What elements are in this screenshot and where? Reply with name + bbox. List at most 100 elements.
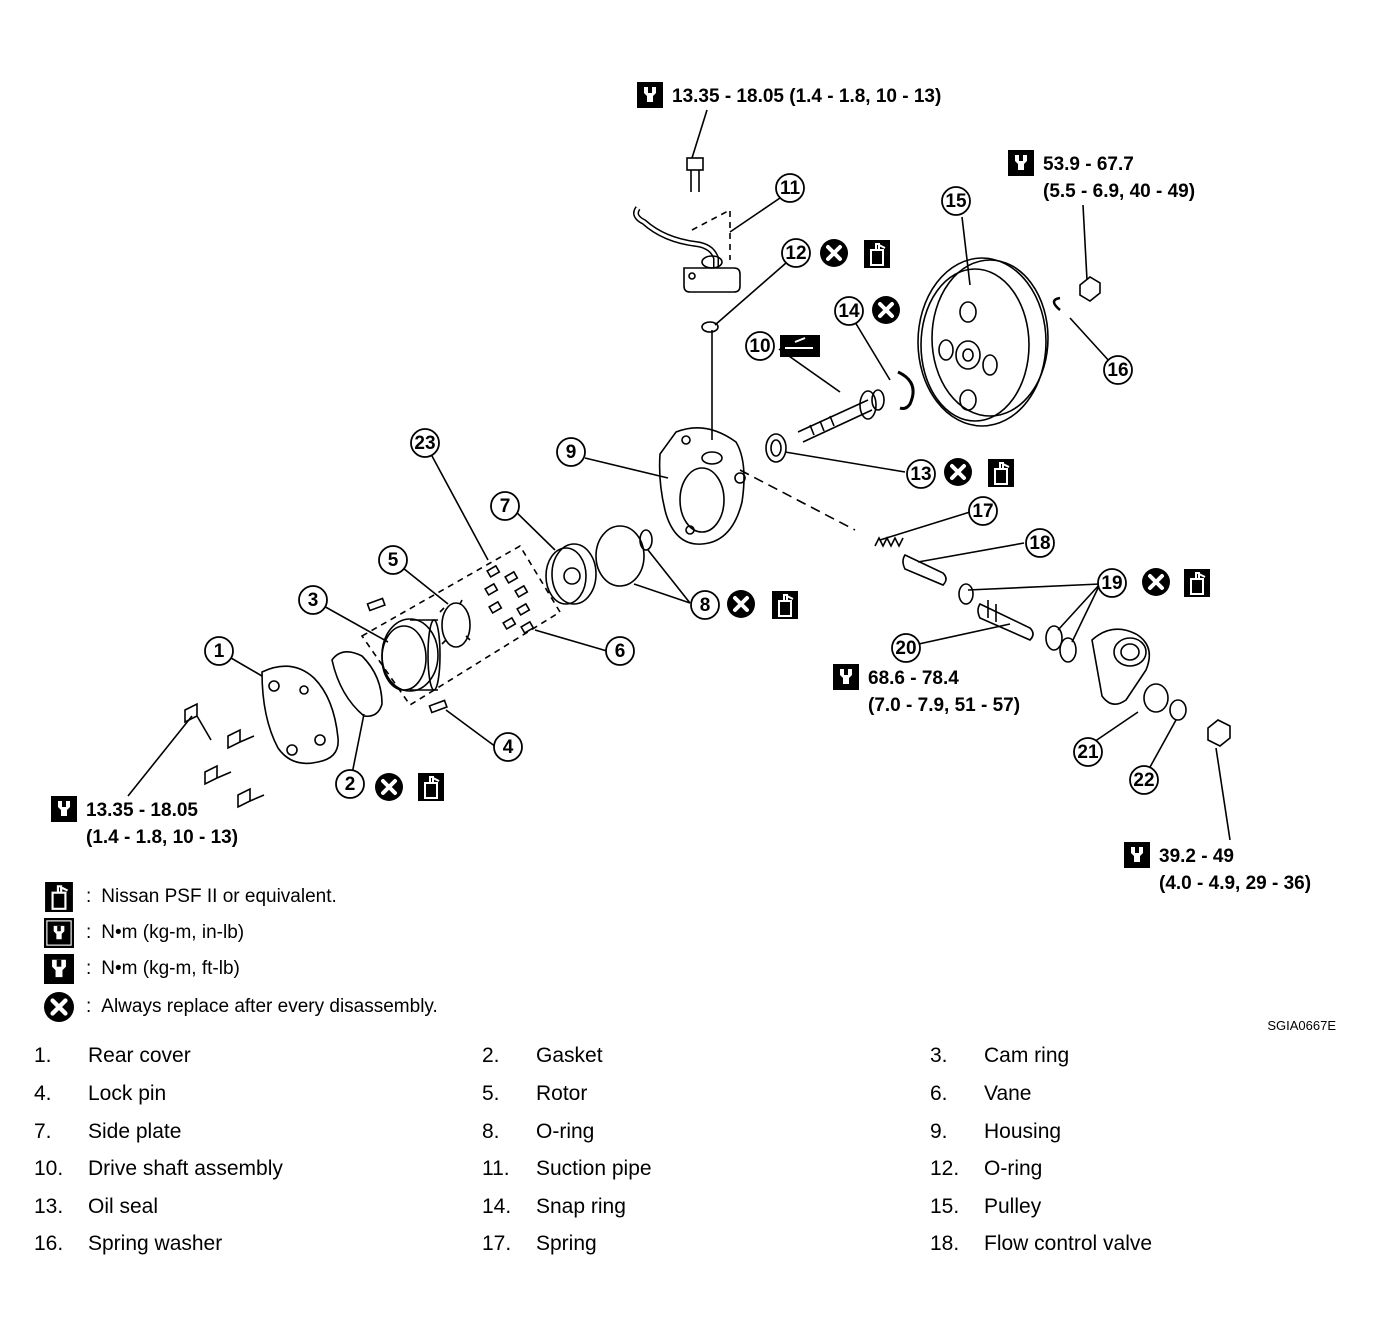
callout-number: 23 [414, 433, 435, 454]
callout-number: 13 [910, 464, 931, 485]
replace-x-icon [44, 992, 74, 1022]
callout-11: 11 [775, 173, 805, 203]
callout-2: 2 [335, 769, 365, 799]
callout-number: 10 [749, 336, 770, 357]
legend-row-replace: : Always replace after every disassembly… [44, 990, 438, 1024]
callout-number: 2 [345, 774, 356, 795]
part-item: 10.Drive shaft assembly [34, 1157, 283, 1180]
fluid-can-icon [987, 458, 1015, 488]
callout-5: 5 [378, 545, 408, 575]
legend-row-fluid: : Nissan PSF II or equivalent. [44, 880, 337, 914]
callout-4: 4 [493, 732, 523, 762]
torque-wrench-icon [1008, 150, 1034, 176]
o-ring-22 [1169, 699, 1187, 721]
replace-x-icon [725, 588, 757, 620]
callout-number: 1 [214, 641, 225, 662]
callout-number: 11 [780, 178, 801, 199]
torque-wrench-icon [1124, 842, 1150, 868]
cam-ring [381, 618, 441, 692]
replace-x-icon [870, 294, 902, 326]
callout-number: 3 [308, 590, 319, 611]
fluid-can-icon [417, 772, 445, 802]
callout-6: 6 [605, 636, 635, 666]
callout-number: 22 [1133, 770, 1154, 791]
legend-text: N•m (kg-m, ft-lb) [101, 958, 240, 979]
callout-18: 18 [1025, 528, 1055, 558]
callout-21: 21 [1073, 737, 1103, 767]
part-item: 14.Snap ring [482, 1195, 626, 1218]
fluid-can-icon [1183, 568, 1211, 598]
housing [658, 426, 746, 545]
callout-number: 15 [945, 191, 967, 212]
part-item: 8.O-ring [482, 1120, 595, 1143]
side-plate [545, 543, 597, 605]
legend-row-ftlb: : N•m (kg-m, ft-lb) [44, 952, 240, 986]
suction-bolt [686, 157, 704, 192]
o-ring-19a [958, 583, 974, 605]
callout-number: 14 [838, 301, 860, 322]
part-item: 5.Rotor [482, 1082, 588, 1105]
part-item: 12.O-ring [930, 1157, 1043, 1180]
callout-1: 1 [204, 636, 234, 666]
fitting-nut [1207, 719, 1231, 747]
torque-connector-2: (7.0 - 7.9, 51 - 57) [868, 695, 1020, 716]
callout-3: 3 [298, 585, 328, 615]
suction-pipe [633, 206, 741, 293]
callout-12: 12 [781, 238, 811, 268]
pulley-nut [1079, 276, 1101, 302]
callout-14: 14 [834, 296, 864, 326]
callout-13: 13 [906, 459, 936, 489]
legend-colon: : [86, 886, 92, 907]
callout-22: 22 [1129, 765, 1159, 795]
replace-x-icon [942, 456, 974, 488]
part-item: 7.Side plate [34, 1120, 182, 1143]
o-ring-19c [1059, 637, 1077, 663]
part-item: 4.Lock pin [34, 1082, 167, 1105]
callout-number: 19 [1101, 573, 1122, 594]
part-item: 6.Vane [930, 1082, 1032, 1105]
drive-shaft [797, 389, 885, 443]
callout-20: 20 [891, 633, 921, 663]
callout-8: 8 [690, 590, 720, 620]
replace-x-icon [1140, 566, 1172, 598]
torque-fitting-nut-1: 39.2 - 49 [1159, 846, 1234, 867]
rotor [439, 599, 471, 648]
fluid-can-icon [44, 882, 74, 912]
callout-number: 16 [1107, 360, 1128, 381]
o-ring-12 [701, 321, 719, 333]
part-item: 16.Spring washer [34, 1232, 223, 1255]
fluid-can-icon [771, 590, 799, 620]
torque-wrench-ftlb-icon [44, 954, 74, 984]
lock-pin-b [428, 699, 448, 714]
part-item: 3.Cam ring [930, 1044, 1070, 1067]
fluid-can-icon [863, 239, 891, 269]
part-item: 11.Suction pipe [482, 1157, 652, 1180]
connector-bolt [977, 600, 1034, 641]
torque-wrench-inlb-icon [44, 918, 74, 948]
legend-text: Nissan PSF II or equivalent. [101, 886, 337, 907]
legend-row-inlb: : N•m (kg-m, in-lb) [44, 916, 244, 950]
torque-fitting-nut-2: (4.0 - 4.9, 29 - 36) [1159, 873, 1311, 894]
legend-text: Always replace after every disassembly. [101, 996, 438, 1017]
legend-colon: : [86, 958, 92, 979]
torque-wrench-icon [51, 796, 77, 822]
fitting-21 [1091, 628, 1169, 713]
callout-number: 5 [388, 550, 399, 571]
callout-number: 18 [1029, 533, 1050, 554]
callout-number: 17 [972, 501, 993, 522]
o-ring-8a [595, 525, 645, 587]
callout-number: 6 [615, 641, 626, 662]
replace-x-icon [373, 771, 405, 803]
oil-seal [765, 433, 787, 463]
torque-rear-bolts-1: 13.35 - 18.05 [86, 800, 198, 821]
torque-rear-bolts-2: (1.4 - 1.8, 10 - 13) [86, 827, 238, 848]
snap-ring [897, 370, 915, 410]
spring [874, 536, 904, 548]
callout-number: 12 [785, 243, 806, 264]
flow-control-valve [902, 553, 947, 586]
part-item: 18.Flow control valve [930, 1232, 1153, 1255]
callout-number: 8 [700, 595, 711, 616]
legend-colon: : [86, 922, 92, 943]
callout-number: 4 [503, 737, 514, 758]
torque-pulley-nut-2: (5.5 - 6.9, 40 - 49) [1043, 181, 1195, 202]
